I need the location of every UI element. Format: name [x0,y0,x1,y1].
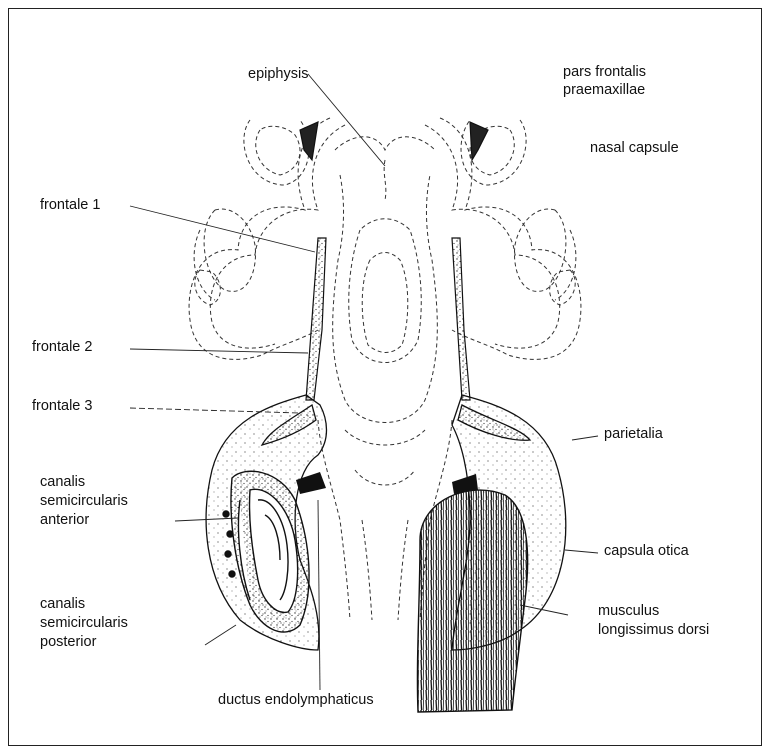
label-capsula-otica: capsula otica [604,543,689,560]
label-canalis-anterior-line3: anterior [40,512,89,529]
label-frontale-3: frontale 3 [32,398,92,415]
label-frontale-1: frontale 1 [40,197,100,214]
ductus-arrows [296,472,478,494]
label-pars-frontalis-line1: pars frontalis [563,64,646,81]
label-pars-frontalis-line2: praemaxillae [563,82,645,99]
label-canalis-anterior-line2: semicircularis [40,493,128,510]
label-ductus-endolymphaticus: ductus endolymphaticus [218,692,374,709]
label-musculus-line2: longissimus dorsi [598,622,709,639]
label-canalis-posterior-line1: canalis [40,596,85,613]
musculus-longissimus [417,490,527,712]
label-canalis-posterior-line2: semicircularis [40,615,128,632]
label-canalis-posterior-line3: posterior [40,634,96,651]
nasal-capsule-outlines [189,118,581,359]
label-epiphysis: epiphysis [248,66,308,83]
label-canalis-anterior-line1: canalis [40,474,85,491]
frontal-bones [300,122,488,400]
label-nasal-capsule: nasal capsule [590,140,679,157]
label-parietalia: parietalia [604,426,663,443]
label-musculus-line1: musculus [598,603,659,620]
label-frontale-2: frontale 2 [32,339,92,356]
